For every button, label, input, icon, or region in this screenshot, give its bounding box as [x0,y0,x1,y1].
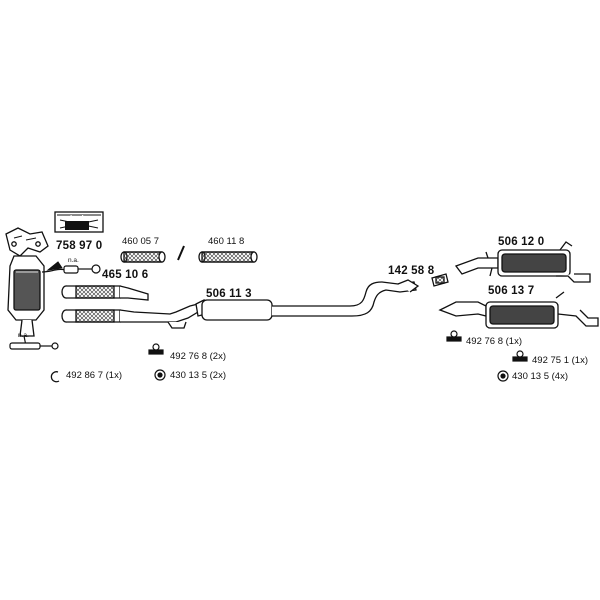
part-number-connector: 142 58 8 [388,265,435,277]
mount-left-label: 430 13 5 (2x) [170,370,226,381]
ring-left-icon [50,371,60,383]
oxygen-sensor-upper-icon [41,264,101,274]
catalytic-converter-icon [7,255,45,337]
part-number-clamp-a: 460 05 7 [122,236,159,247]
sensor-upper-note: n.a. [68,257,79,264]
incl-badge: incl. [70,214,87,223]
exhaust-manifold-icon [5,227,49,257]
part-number-middle-pipe: 506 11 3 [206,288,252,300]
sensor-lower-note: n.a. [18,332,29,339]
rear-muffler-top-icon [454,241,591,283]
hanger-right2-icon [512,350,528,362]
part-number-rear-muffler-top: 506 12 0 [498,236,545,248]
hanger-right2-label: 492 75 1 (1x) [532,355,588,366]
separator-slash-icon [177,245,185,261]
mount-right-icon [497,370,509,382]
manifold-kit-box-icon [54,211,104,233]
hanger-left-icon [148,343,164,355]
part-number-clamp-b: 460 11 8 [208,236,245,247]
connector-sleeve-icon [431,273,449,287]
front-pipe-upper-icon [61,285,149,301]
mount-right-label: 430 13 5 (4x) [512,371,568,382]
oxygen-sensor-lower-icon [9,335,59,350]
flex-clamp-b-icon [198,251,258,263]
hanger-right-icon [446,330,462,342]
part-number-rear-muffler-bottom: 506 13 7 [488,285,535,297]
hanger-left-label: 492 76 8 (2x) [170,351,226,362]
ring-left-label: 492 86 7 (1x) [66,370,122,381]
front-pipe-lower-icon [61,303,199,329]
mount-left-icon [154,369,166,381]
flex-clamp-a-icon [120,251,166,263]
part-number-manifold-kit: 758 97 0 [56,240,103,252]
rear-muffler-bottom-icon [438,291,599,329]
hanger-right-label: 492 76 8 (1x) [466,336,522,347]
middle-pipe-icon [195,279,420,321]
part-number-sensor: 465 10 6 [102,269,149,281]
oxygen-sensor-plug-icon [46,261,63,271]
